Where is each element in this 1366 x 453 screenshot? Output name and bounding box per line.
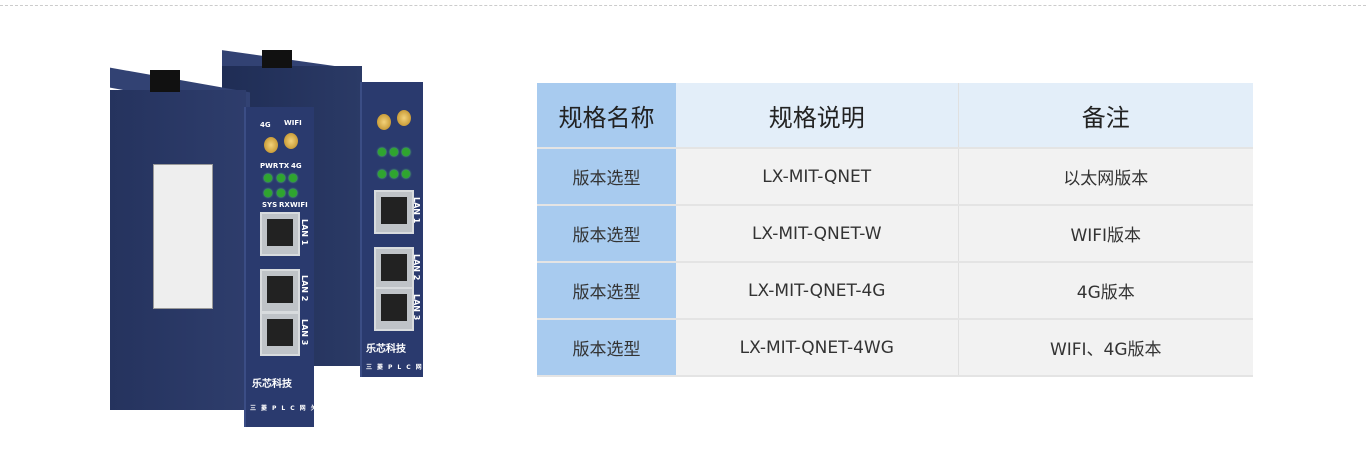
cell-model: LX-MIT-QNET-4G	[676, 262, 959, 320]
led-label: RX	[279, 201, 290, 209]
cell-name: 版本选型	[537, 148, 676, 206]
cell-remark: 以太网版本	[958, 148, 1253, 206]
cell-name: 版本选型	[537, 262, 676, 320]
header-remark: 备注	[958, 83, 1253, 149]
table-row: 版本选型 LX-MIT-QNET-4G 4G版本	[537, 262, 1253, 320]
led-label: SYS	[262, 201, 278, 209]
cell-model: LX-MIT-QNET	[676, 148, 959, 206]
cell-name: 版本选型	[537, 205, 676, 263]
brand-subtitle: 三菱PLC网关	[366, 364, 438, 371]
cell-model: LX-MIT-QNET-W	[676, 205, 959, 263]
header-spec-name: 规格名称	[537, 83, 676, 149]
table-row: 版本选型 LX-MIT-QNET 以太网版本	[537, 148, 1253, 206]
led-label: 4G	[291, 162, 302, 170]
antenna-label-wifi: WIFI	[284, 119, 302, 127]
dashed-divider	[0, 5, 1366, 6]
spec-table: 规格名称 规格说明 备注 版本选型 LX-MIT-QNET 以太网版本 版本选型…	[537, 83, 1253, 377]
port-label: LAN 2	[412, 254, 421, 281]
brand-text: 乐芯科技	[252, 379, 292, 390]
port-label: LAN 1	[300, 219, 309, 246]
port-label: LAN 3	[412, 294, 421, 321]
antenna-label-4g: 4G	[260, 121, 271, 129]
table-header-row: 规格名称 规格说明 备注	[537, 83, 1253, 149]
led-label: WIFI	[290, 201, 308, 209]
product-image-gateways: LAN 1 LAN 2 LAN 3 乐芯科技 三菱PLC网关 4G WIFI P…	[0, 0, 440, 453]
header-spec-desc: 规格说明	[676, 83, 959, 149]
brand-subtitle: 三菱PLC网关	[250, 405, 322, 412]
cell-remark: WIFI版本	[958, 205, 1253, 263]
led-label: TX	[279, 162, 290, 170]
port-label: LAN 3	[300, 319, 309, 346]
port-label: LAN 2	[300, 275, 309, 302]
brand-text: 乐芯科技	[366, 344, 406, 355]
port-label: LAN 1	[412, 197, 421, 224]
cell-name: 版本选型	[537, 319, 676, 377]
table-row: 版本选型 LX-MIT-QNET-4WG WIFI、4G版本	[537, 319, 1253, 377]
led-label: PWR	[260, 162, 279, 170]
cell-model: LX-MIT-QNET-4WG	[676, 319, 959, 377]
cell-remark: WIFI、4G版本	[958, 319, 1253, 377]
cell-remark: 4G版本	[958, 262, 1253, 320]
table-row: 版本选型 LX-MIT-QNET-W WIFI版本	[537, 205, 1253, 263]
